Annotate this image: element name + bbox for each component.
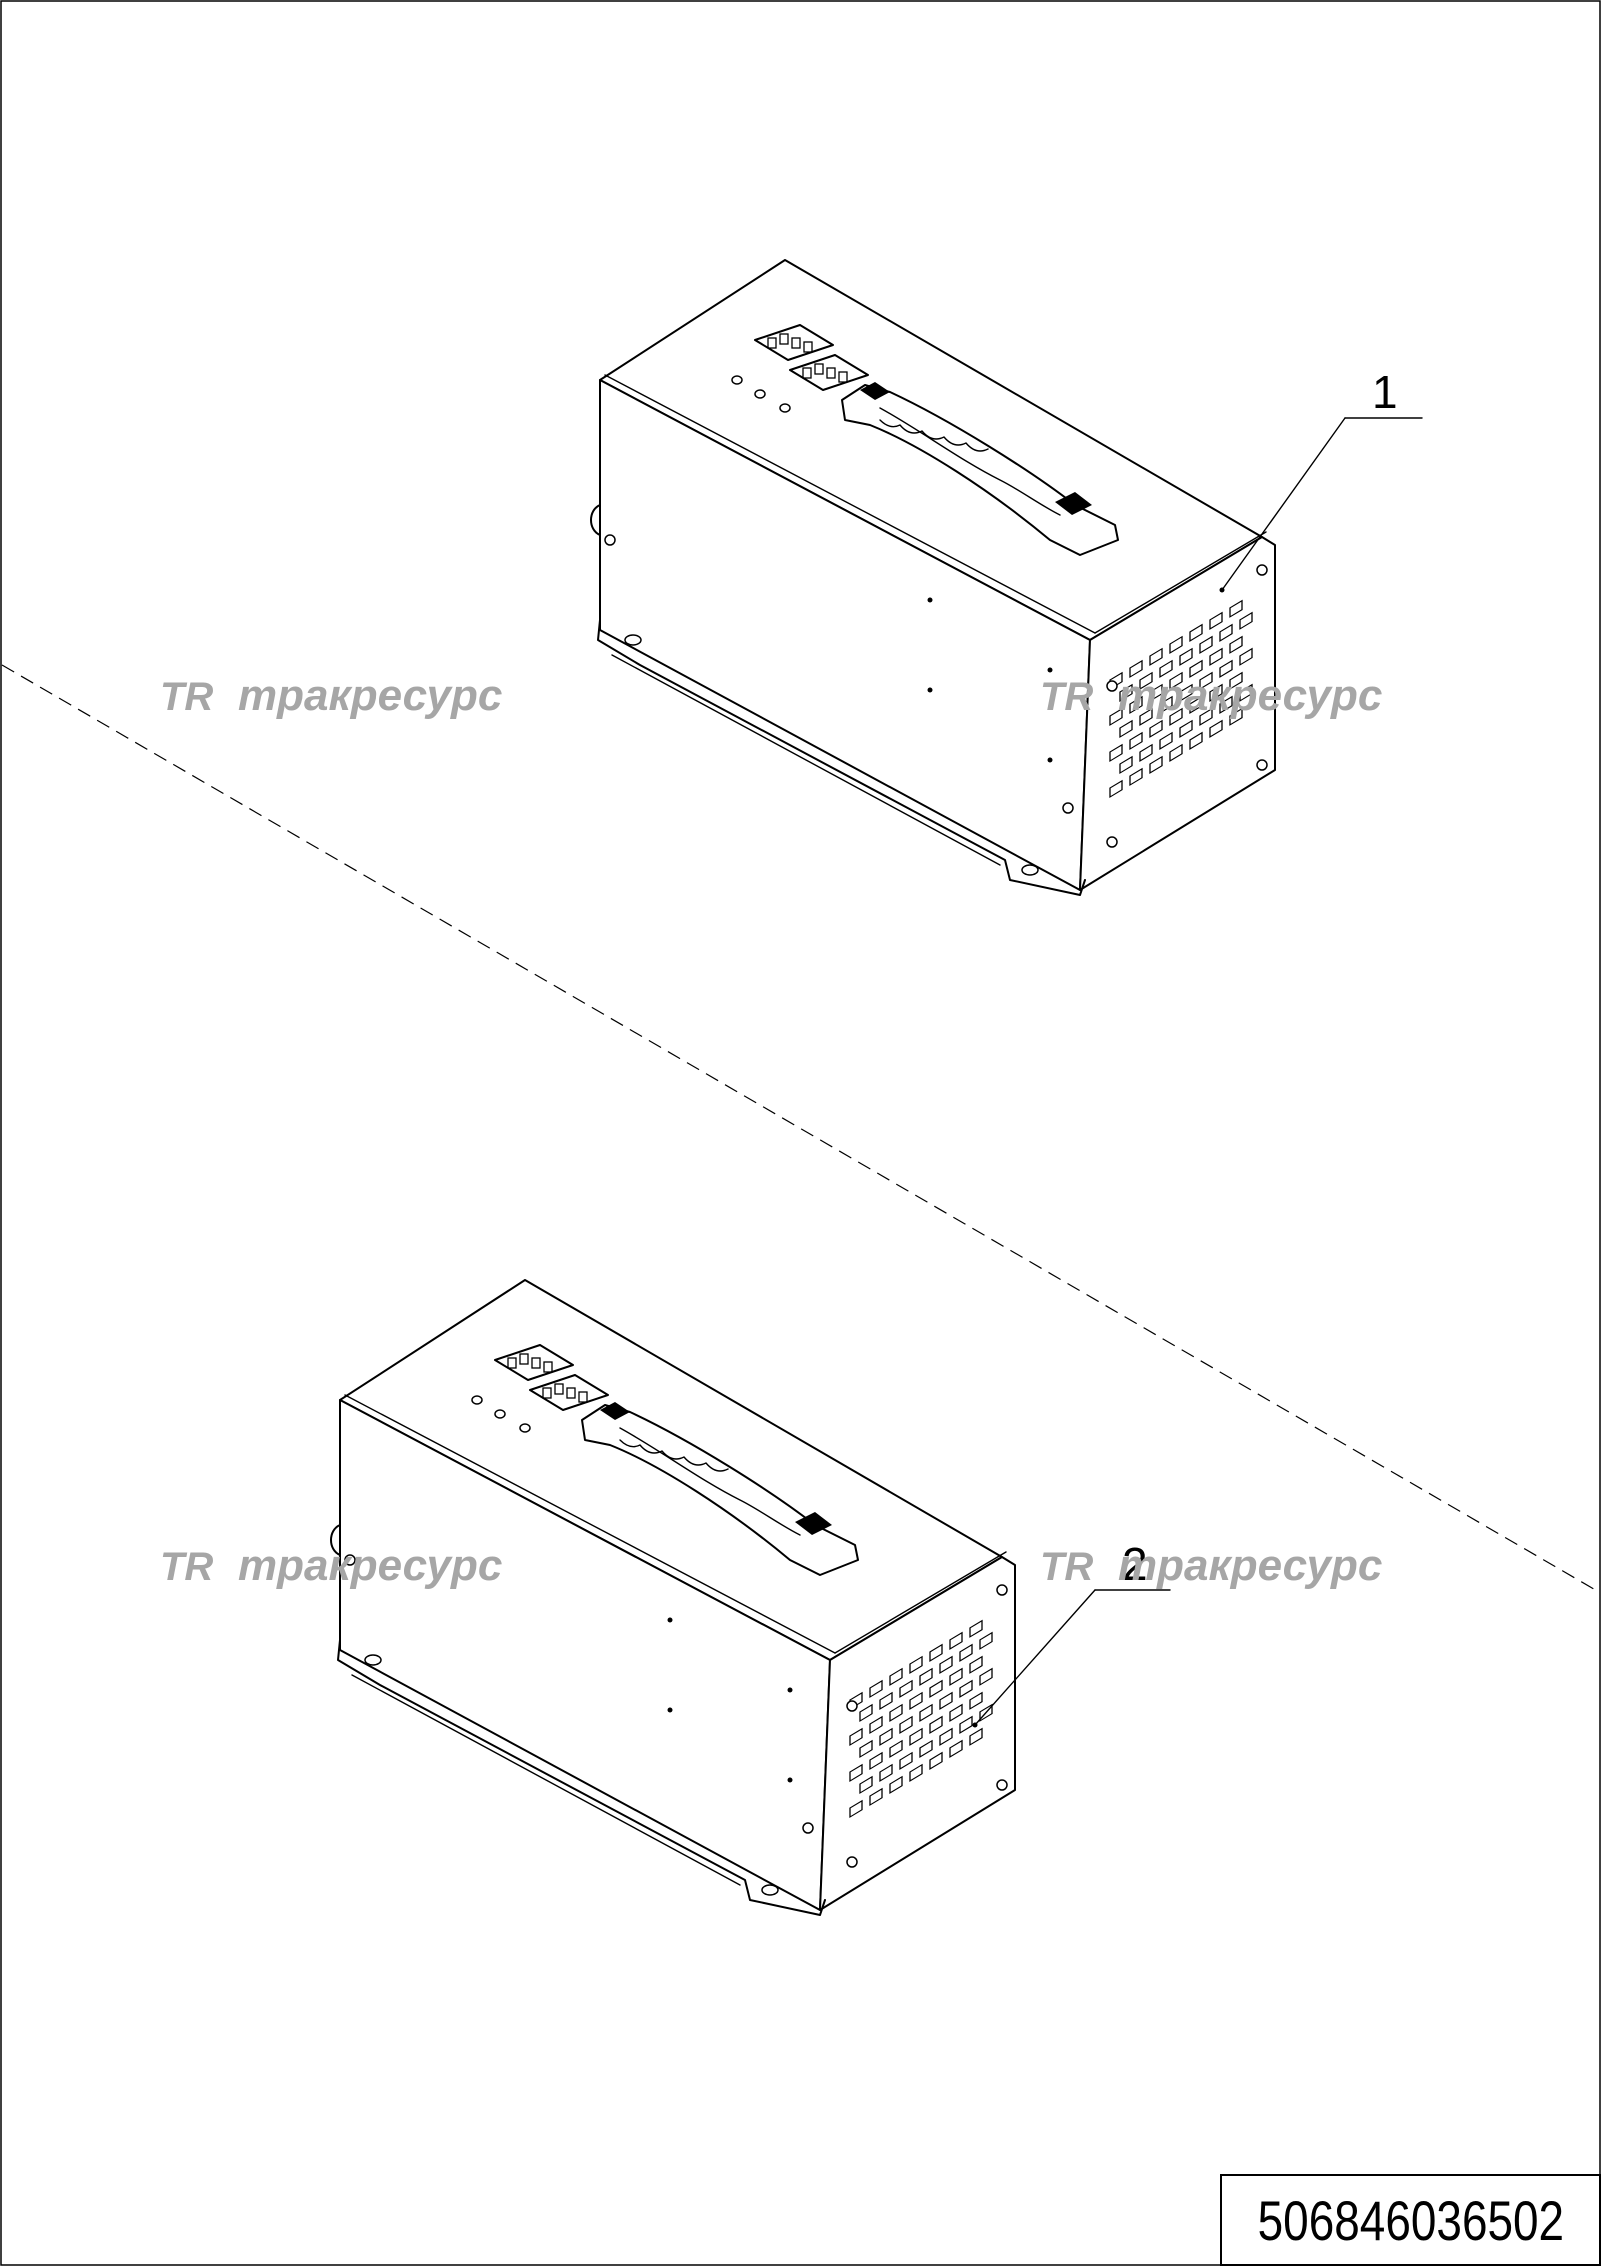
watermark-brand: тракресурс: [238, 671, 502, 720]
drawing-number: 506846036502: [1257, 2188, 1564, 2252]
unit-1-base-flange: [597, 619, 1086, 896]
charger-unit-2: [330, 1279, 1016, 1916]
watermark-logo: TR: [160, 1545, 213, 1589]
callout-1: 1: [1221, 366, 1423, 591]
drawing-number-box: 506846036502: [1220, 2174, 1601, 2266]
watermark-bottom-right: TR тракресурс: [1040, 1541, 1382, 1590]
callout-2: 2: [974, 1538, 1171, 1726]
unit-2-carry-handle: [581, 1402, 859, 1576]
unit-2-screw-holes: [344, 1554, 1008, 1896]
watermark-brand: тракресурс: [1118, 1541, 1382, 1590]
watermark-logo: TR: [1040, 1545, 1093, 1589]
callout-1-label: 1: [1372, 366, 1398, 418]
watermark-brand: тракресурс: [1118, 671, 1382, 720]
watermark-top-left: TR тракресурс: [160, 671, 502, 720]
charger-unit-1: [590, 259, 1276, 896]
unit-1-indicator-leds: [731, 375, 791, 413]
watermark-bottom-left: TR тракресурс: [160, 1541, 502, 1590]
unit-1-display-panels: [754, 324, 869, 391]
watermark-top-right: TR тракресурс: [1040, 671, 1382, 720]
unit-2-indicator-leds: [471, 1395, 531, 1433]
unit-1-vent-grille: [1109, 599, 1253, 799]
watermark-brand: тракресурс: [238, 1541, 502, 1590]
callout-2-label: 2: [1122, 1538, 1148, 1590]
unit-2-display-panels: [494, 1344, 609, 1411]
unit-1-carry-handle: [841, 382, 1119, 556]
unit-2-vent-grille: [849, 1619, 993, 1819]
watermark-logo: TR: [160, 675, 213, 719]
watermark-logo: TR: [1040, 675, 1093, 719]
unit-1-screw-holes: [604, 534, 1268, 876]
